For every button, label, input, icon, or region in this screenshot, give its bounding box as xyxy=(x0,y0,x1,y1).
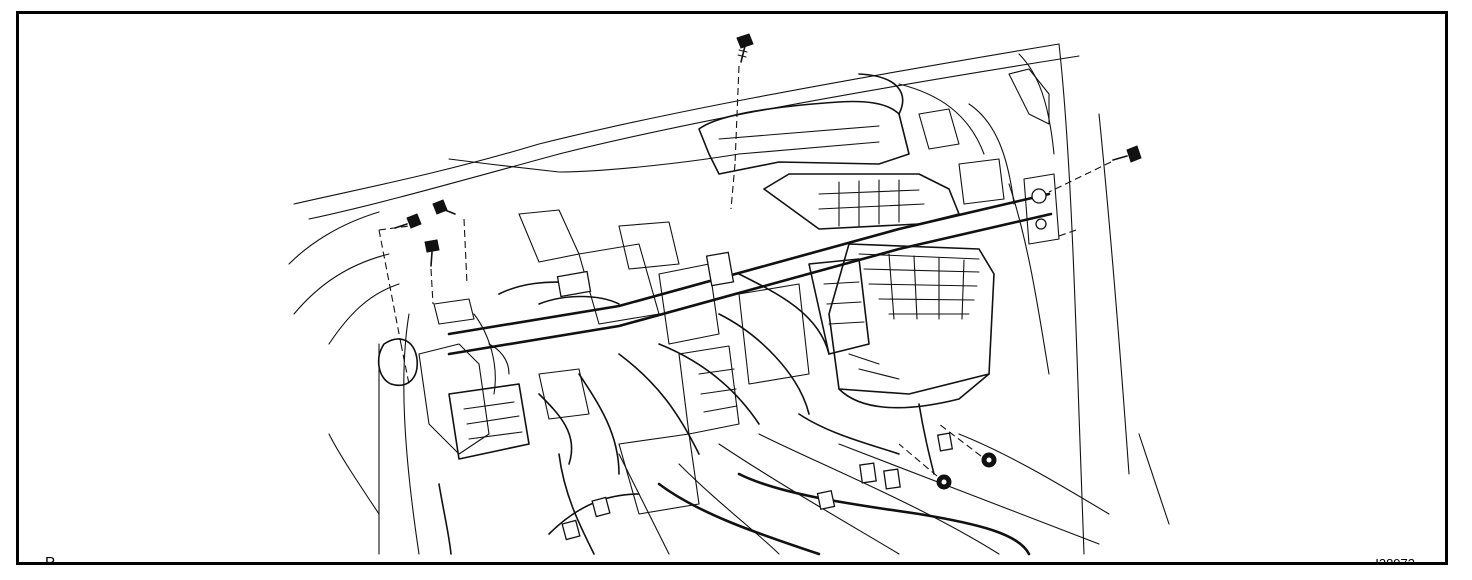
bolt-icon xyxy=(432,199,456,215)
steering-column-bracket xyxy=(377,281,620,460)
bolt-icon xyxy=(424,239,440,267)
fasteners xyxy=(378,33,1142,490)
wire-harness xyxy=(438,263,1031,556)
dashboard-removal-illustration xyxy=(288,33,1170,556)
bolt-icon xyxy=(1112,145,1142,163)
bolt-icon xyxy=(394,213,422,229)
connectors xyxy=(556,251,954,541)
illustration-frame: P I38973 xyxy=(16,11,1448,565)
nut-icon xyxy=(981,452,997,468)
bolt-icon xyxy=(736,33,754,63)
panel-reinforcement-beam xyxy=(447,173,1060,356)
vehicle-body-outline xyxy=(288,43,1170,555)
view-code-label: P xyxy=(45,554,56,565)
air-duct-assembly xyxy=(698,73,995,409)
nut-icon xyxy=(936,474,952,490)
illustration-reference-code: I38973 xyxy=(1375,556,1415,565)
